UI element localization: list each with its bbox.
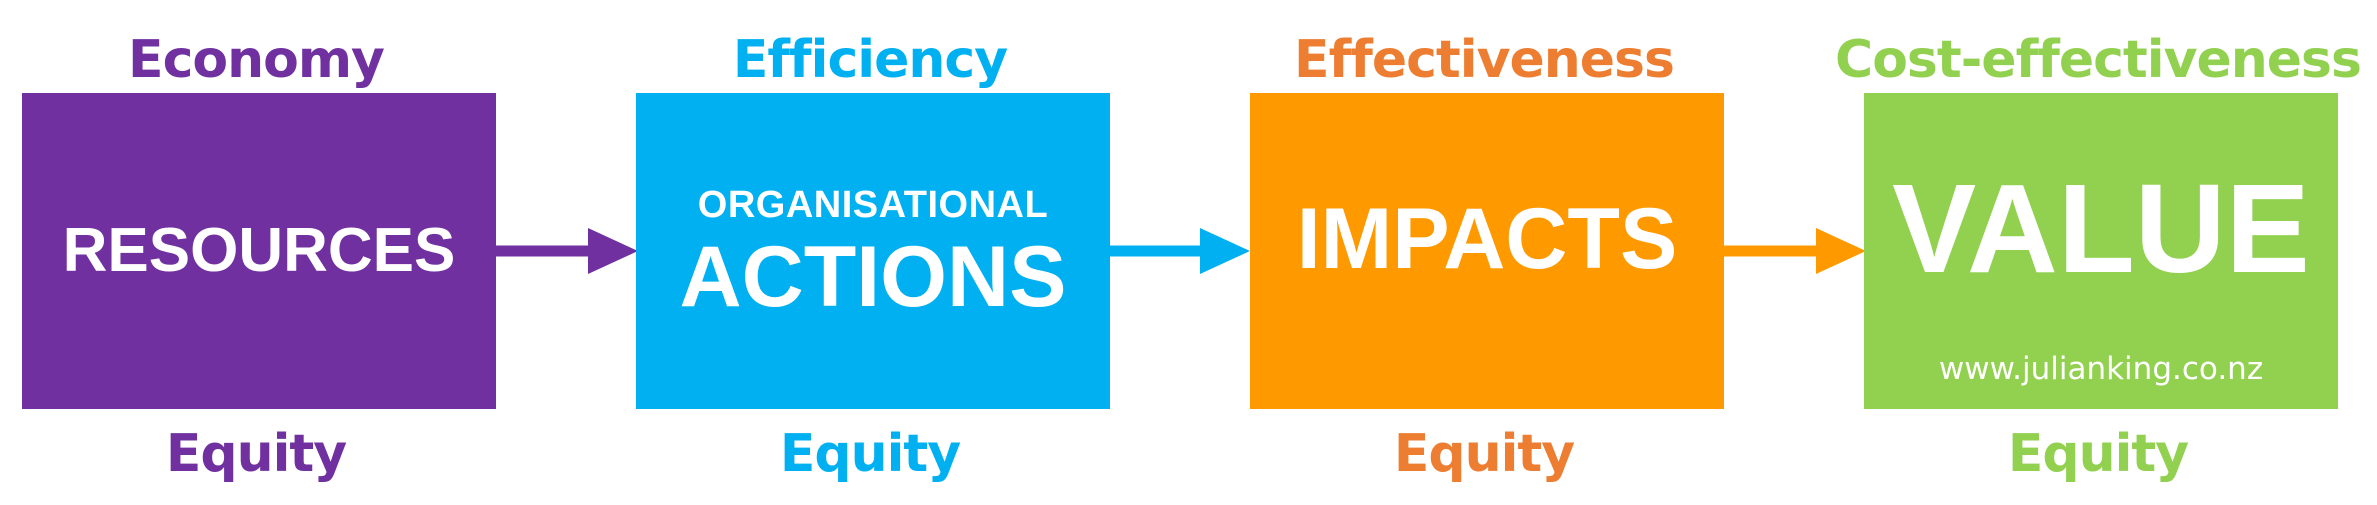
watermark-url: www.julianking.co.nz [1938,351,2264,387]
bottom-label-equity-3: Equity [1393,424,1575,484]
box-organisational-actions: ORGANISATIONAL ACTIONS [636,93,1110,409]
arrow-resources-to-actions [496,228,638,274]
top-label-economy: Economy [128,30,385,90]
top-label-efficiency: Efficiency [732,30,1008,90]
arrow-actions-to-impacts [1110,228,1250,274]
bottom-label-equity-4: Equity [2007,424,2189,484]
box-value-label: VALUE [1892,158,2310,299]
box-resources: RESOURCES [22,93,496,409]
top-label-cost-effectiveness: Cost-effectiveness [1835,30,2362,90]
box-impacts-label: IMPACTS [1296,191,1678,287]
box-value: VALUE www.julianking.co.nz [1864,93,2338,409]
box-impacts: IMPACTS [1250,93,1724,409]
top-label-effectiveness: Effectiveness [1294,30,1675,90]
box-resources-label: RESOURCES [62,216,456,285]
bottom-label-equity-1: Equity [165,424,347,484]
arrow-impacts-to-value [1724,228,1866,274]
box-actions-sublabel: ORGANISATIONAL [697,184,1049,226]
bottom-label-equity-2: Equity [779,424,961,484]
box-actions-label: ACTIONS [679,229,1067,325]
